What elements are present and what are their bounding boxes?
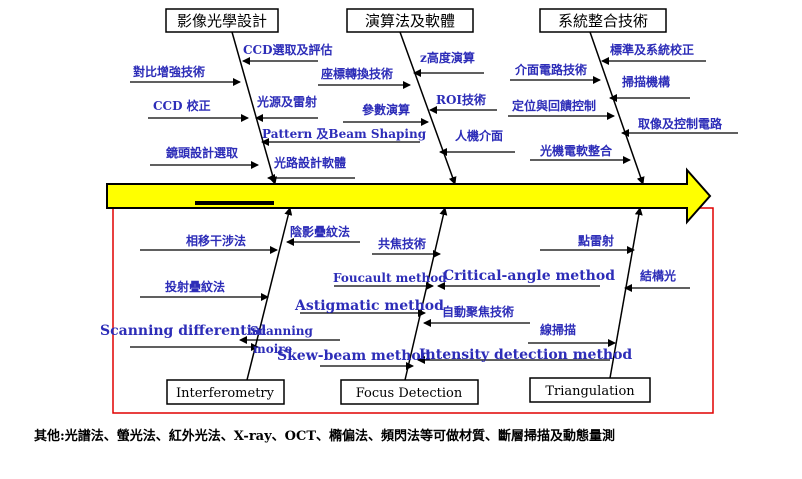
category-box-integration (539, 8, 667, 33)
cause-contrast: 對比增強技術 (133, 64, 205, 79)
cause-ccd-correct: CCD 校正 (153, 98, 211, 113)
bone-optical-design (231, 31, 277, 185)
category-algorithm: 演算法及軟體 (365, 12, 455, 30)
category-box-focus-detection (340, 379, 479, 405)
cause-roi: ROI技術 (436, 92, 486, 107)
category-box-interferometry (166, 379, 285, 405)
category-optical-design: 影像光學設計 (177, 12, 267, 30)
cause-skew-beam: Skew-beam method (277, 348, 431, 364)
cause-ccd-select: CCD選取及評估 (243, 42, 333, 57)
cause-scan-mech: 掃描機構 (622, 74, 670, 89)
cause-intensity: Intensity detection method (419, 347, 632, 363)
category-interferometry: Interferometry (176, 386, 275, 401)
cause-optical-path: 光路設計軟體 (273, 155, 346, 170)
cause-line-scan: 線掃描 (540, 322, 576, 337)
cause-light-laser: 光源及雷射 (256, 94, 317, 109)
category-focus-detection: Focus Detection (356, 386, 463, 401)
cause-std-calib: 標準及系統校正 (610, 42, 694, 57)
cause-auto-focus: 自動聚焦技術 (442, 304, 514, 319)
cause-point-laser: 點雷射 (578, 233, 614, 248)
cause-shadow-moire: 陰影疊紋法 (290, 224, 350, 239)
category-box-optical-design (165, 8, 279, 33)
bone-triangulation (609, 207, 643, 379)
main-spine-arrow (106, 167, 712, 225)
cause-proj-moire: 投射疊紋法 (165, 279, 225, 294)
cause-scan-moire-line1: Scanning (250, 324, 313, 338)
category-box-triangulation (529, 377, 651, 403)
cause-pos-control: 定位與回饋控制 (512, 98, 596, 113)
cause-foucault: Foucault method (333, 271, 447, 285)
cause-critical-angle: Critical-angle method (443, 268, 615, 284)
cause-structured: 結構光 (640, 268, 676, 283)
category-box-algorithm (346, 8, 474, 33)
cause-capture: 取像及控制電路 (638, 116, 723, 131)
bone-integration (589, 31, 645, 185)
category-triangulation: Triangulation (545, 384, 635, 399)
cause-coord: 座標轉換技術 (320, 66, 393, 81)
cause-param: 參數演算 (362, 102, 410, 117)
cause-scan-moire-line2: moire (253, 342, 293, 356)
cause-pattern: Pattern 及Beam Shaping (262, 127, 427, 141)
cause-hmi: 人機介面 (455, 128, 503, 143)
cause-astigmatic: Astigmatic method (294, 298, 444, 314)
cause-lens-design: 鏡頭設計選取 (165, 145, 238, 160)
bone-algorithm (399, 31, 457, 185)
cause-scan-diff: Scanning differential (100, 323, 266, 339)
cause-optomech: 光機電軟整合 (539, 143, 613, 158)
cause-phase-shift: 相移干涉法 (186, 233, 246, 248)
cause-circuit: 介面電路技術 (514, 62, 587, 77)
cause-confocal: 共焦技術 (378, 236, 426, 251)
footer-note: 其他:光譜法、螢光法、紅外光法、X-ray、OCT、橢偏法、頻閃法等可做材質、斷… (34, 429, 615, 444)
category-integration: 系統整合技術 (558, 12, 648, 30)
cause-z-height: z高度演算 (420, 50, 475, 65)
bone-focus-detection (404, 207, 448, 381)
